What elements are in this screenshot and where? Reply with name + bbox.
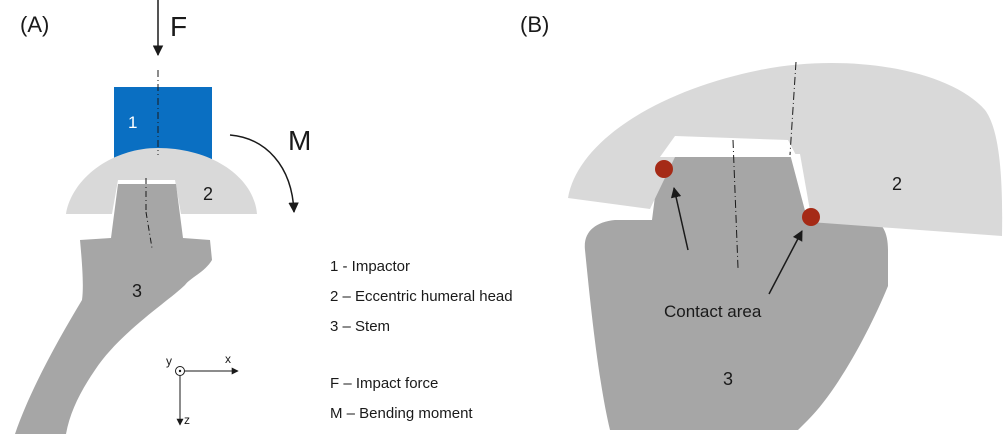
head-number: 2 xyxy=(203,184,213,204)
y-axis-symbol xyxy=(175,366,185,376)
head-large-centerline xyxy=(789,61,797,156)
humeral-head-shape xyxy=(66,148,257,214)
legend-item-head: 2 – Eccentric humeral head xyxy=(330,288,513,305)
moment-arrow xyxy=(229,134,299,214)
legend-item-stem: 3 – Stem xyxy=(330,318,391,335)
contact-arrow-left xyxy=(670,186,689,251)
contact-area-label: Contact area xyxy=(664,302,762,321)
force-label: F xyxy=(170,11,187,42)
impactor-block xyxy=(114,87,212,159)
moment-label: M xyxy=(288,125,311,156)
panel-a-label: (A) xyxy=(20,12,49,37)
panel-b-label: (B) xyxy=(520,12,549,37)
coordinate-system: y x z xyxy=(166,352,239,427)
panel-b: (B) 2 3 Contact area xyxy=(520,12,1003,430)
stem-large-centerline xyxy=(732,139,739,269)
head-pocket-gap xyxy=(660,136,797,157)
y-axis-label: y xyxy=(166,354,172,368)
stem-number: 3 xyxy=(132,281,142,301)
contact-point-left xyxy=(655,160,673,178)
impactor-number: 1 xyxy=(128,113,137,132)
legend-item-impactor: 1 - Impactor xyxy=(330,258,411,275)
panel-a: (A) F 1 2 3 M y x z xyxy=(15,0,311,434)
y-axis-dot xyxy=(178,369,182,373)
stem-shape xyxy=(15,184,212,434)
head-pocket-right-gap xyxy=(790,154,812,222)
legend-item-moment: M – Bending moment xyxy=(330,405,473,422)
head-large-number: 2 xyxy=(892,174,902,194)
contact-arrow-right xyxy=(768,230,803,295)
stem-large-number: 3 xyxy=(723,369,733,389)
legend-item-force: F – Impact force xyxy=(330,375,439,392)
contact-point-right xyxy=(802,208,820,226)
x-axis-label: x xyxy=(225,352,231,366)
stem-centerline xyxy=(145,211,153,249)
z-axis-label: z xyxy=(184,413,190,427)
